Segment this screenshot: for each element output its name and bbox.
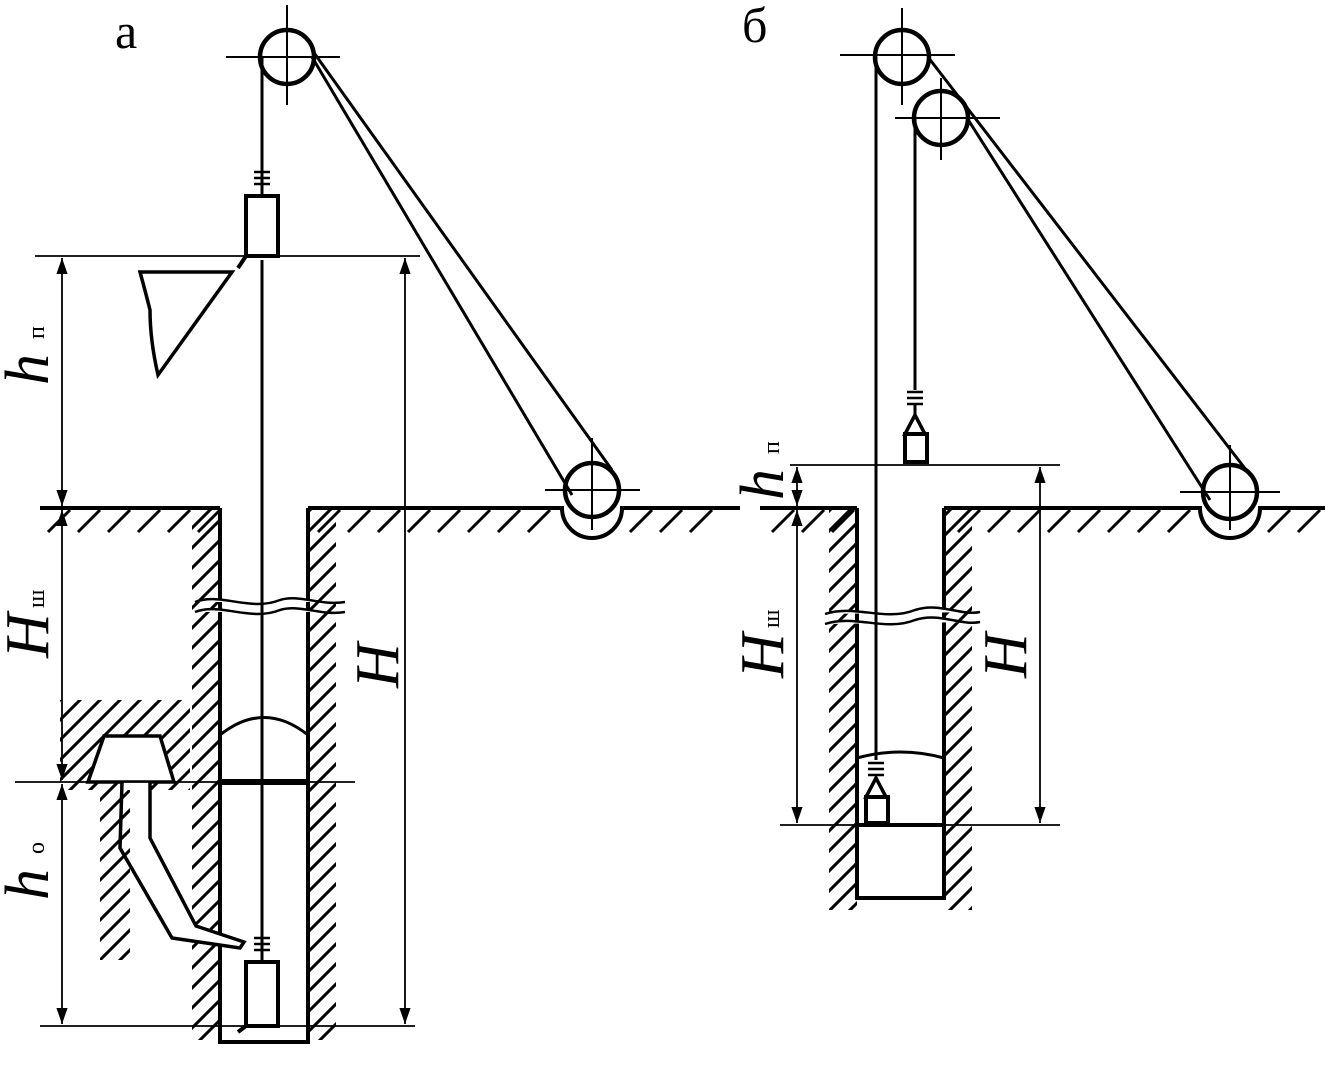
dimension-lines-b (780, 464, 1060, 826)
shaft-wall-right-a (308, 510, 336, 1040)
upper-cage-b (902, 390, 929, 464)
dimension-lines-a (15, 255, 420, 1027)
ground-surface-b (760, 506, 1325, 540)
shaft-wall-left-b (829, 510, 857, 910)
svg-text:п: п (759, 441, 785, 454)
shaft-outline-a (218, 508, 310, 1044)
svg-text:H: H (972, 630, 1040, 679)
svg-text:h: h (0, 869, 62, 900)
shaft-wall-right-b (944, 510, 972, 910)
winder-drum-b (1180, 445, 1280, 530)
svg-text:ш: ш (24, 589, 50, 608)
label-H-a: H (344, 640, 412, 689)
label-H-b: H (972, 630, 1040, 679)
lower-cage-b (863, 761, 890, 825)
ground-surface-a (40, 506, 740, 540)
hoist-ropes-b (874, 56, 1252, 760)
headframe-sheave-a (226, 5, 340, 105)
unloading-bunker (137, 270, 236, 380)
svg-text:о: о (24, 842, 50, 854)
svg-text:ш: ш (759, 609, 785, 628)
break-line-b (824, 606, 981, 626)
svg-text:H: H (729, 630, 797, 679)
shaft-arch-b (856, 750, 945, 760)
shaft-wall-left-a (192, 510, 220, 1040)
hoist-ropes-a (260, 49, 614, 930)
label-H-sh-a: H ш (0, 589, 62, 659)
shaft-outline-b (855, 508, 946, 900)
loading-bunker (60, 700, 247, 960)
label-h-p-b: h п (729, 441, 797, 500)
label-H-sh-b: H ш (729, 609, 797, 679)
svg-text:п: п (24, 326, 50, 339)
winder-drum-a (545, 438, 640, 530)
svg-text:h: h (729, 469, 797, 500)
panel-a: а (0, 3, 740, 1044)
label-h-p-a: h п (0, 326, 62, 385)
upper-skip-a (236, 170, 280, 270)
panel-a-label: а (115, 3, 137, 59)
shaft-arch-a (219, 716, 309, 737)
panel-b-label: б (742, 0, 767, 53)
svg-text:H: H (344, 640, 412, 689)
break-line-a (194, 597, 346, 616)
svg-text:h: h (0, 354, 62, 385)
panel-b: б (729, 0, 1325, 910)
label-h-o-a: h о (0, 842, 62, 900)
lower-skip-a (236, 930, 280, 1034)
svg-text:H: H (0, 610, 62, 659)
